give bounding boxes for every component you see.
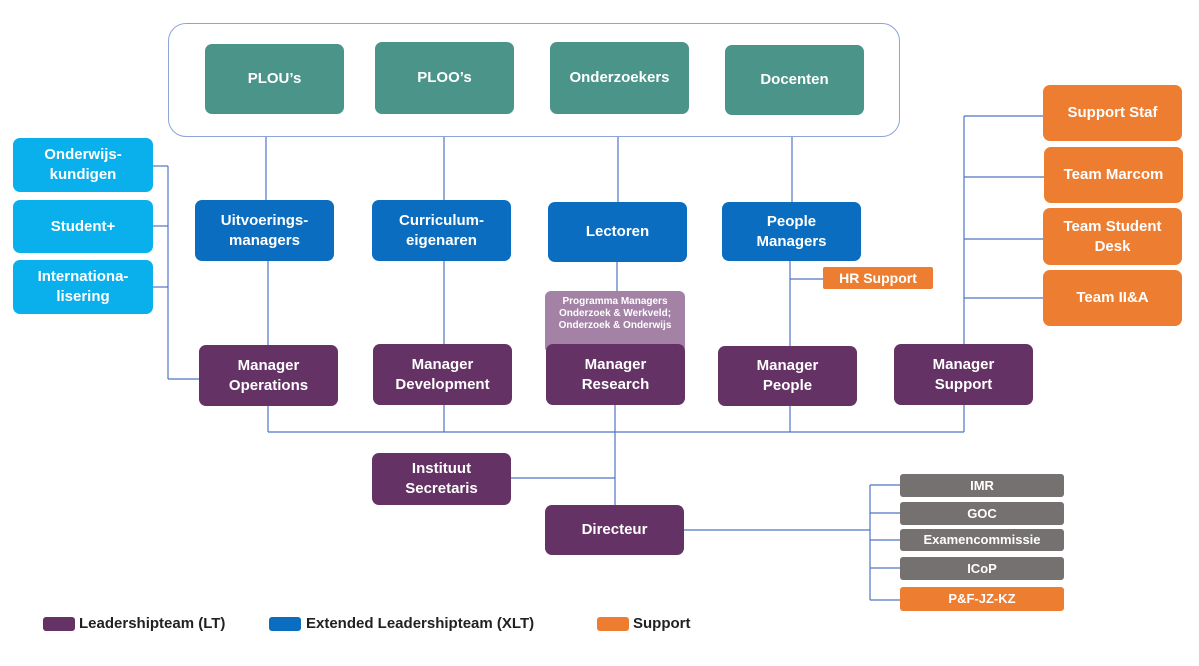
node-curriculumeigenaren-label: Curriculum- eigenaren — [398, 211, 484, 249]
node-manager-research[interactable]: Manager Research — [546, 344, 685, 405]
node-programma-managers-label: Programma Managers Onderzoek & Werkveld;… — [558, 296, 672, 331]
node-people-managers-label: People Managers — [756, 212, 827, 250]
node-curriculumeigenaren[interactable]: Curriculum- eigenaren — [372, 200, 511, 261]
node-internationalisering[interactable]: Internationa- lisering — [13, 260, 153, 314]
node-pf-jz-kz-label: P&F-JZ-KZ — [948, 591, 1016, 606]
node-team-iia[interactable]: Team II&A — [1043, 270, 1182, 326]
node-support-staf[interactable]: Support Staf — [1043, 85, 1182, 141]
legend-lt-label: Leadershipteam (LT) — [79, 615, 226, 632]
node-team-marcom-label: Team Marcom — [1063, 166, 1164, 183]
legend-support-swatch — [597, 617, 629, 631]
node-manager-operations-label: Manager Operations — [228, 356, 309, 394]
node-hr-support-label: HR Support — [839, 270, 917, 286]
node-manager-support-label: Manager Support — [932, 355, 995, 393]
node-onderwijskundigen-label: Onderwijs- kundigen — [44, 146, 122, 183]
node-directeur-label: Directeur — [581, 521, 648, 538]
node-docenten[interactable]: Docenten — [725, 45, 864, 115]
node-manager-support[interactable]: Manager Support — [894, 344, 1033, 405]
node-lectoren-label: Lectoren — [585, 223, 650, 240]
legend-lt-swatch — [43, 617, 75, 631]
node-manager-people[interactable]: Manager People — [718, 346, 857, 406]
node-people-managers[interactable]: People Managers — [722, 202, 861, 261]
node-team-marcom[interactable]: Team Marcom — [1044, 147, 1183, 203]
node-support-staf-label: Support Staf — [1067, 104, 1158, 121]
node-manager-research-label: Manager Research — [581, 355, 650, 393]
node-student-plus-label: Student+ — [50, 217, 116, 235]
node-examencommissie-label: Examencommissie — [923, 532, 1041, 547]
top-group-frame — [168, 23, 900, 137]
node-imr[interactable]: IMR — [900, 474, 1064, 497]
legend-support-label: Support — [633, 615, 691, 632]
legend-xlt-label: Extended Leadershipteam (XLT) — [306, 615, 535, 632]
node-internationalisering-label: Internationa- lisering — [37, 268, 129, 305]
node-team-student-desk-label: Team Student Desk — [1063, 217, 1162, 255]
node-student-plus[interactable]: Student+ — [13, 200, 153, 253]
node-plous[interactable]: PLOU’s — [205, 44, 344, 114]
node-onderwijskundigen[interactable]: Onderwijs- kundigen — [13, 138, 153, 192]
node-manager-people-label: Manager People — [756, 357, 819, 394]
node-manager-operations[interactable]: Manager Operations — [199, 345, 338, 406]
node-manager-development-label: Manager Development — [395, 355, 490, 393]
node-plous-label: PLOU’s — [247, 70, 302, 87]
node-hr-support[interactable]: HR Support — [823, 267, 933, 289]
node-team-iia-label: Team II&A — [1076, 289, 1149, 306]
node-goc-label: GOC — [967, 505, 997, 521]
node-pf-jz-kz[interactable]: P&F-JZ-KZ — [900, 587, 1064, 611]
node-instituut-secretaris[interactable]: Instituut Secretaris — [372, 453, 511, 505]
node-manager-development[interactable]: Manager Development — [373, 344, 512, 405]
node-programma-managers[interactable]: Programma Managers Onderzoek & Werkveld;… — [545, 291, 685, 353]
node-uitvoeringsmanagers-label: Uitvoerings- managers — [220, 211, 309, 249]
node-onderzoekers-label: Onderzoekers — [569, 69, 670, 86]
node-docenten-label: Docenten — [760, 71, 829, 88]
node-icop-label: ICoP — [967, 560, 997, 576]
legend-xlt-swatch — [269, 617, 301, 631]
node-directeur[interactable]: Directeur — [545, 505, 684, 555]
node-instituut-secretaris-label: Instituut Secretaris — [405, 460, 478, 497]
node-examencommissie[interactable]: Examencommissie — [900, 529, 1064, 551]
node-team-student-desk[interactable]: Team Student Desk — [1043, 208, 1182, 265]
node-uitvoeringsmanagers[interactable]: Uitvoerings- managers — [195, 200, 334, 261]
node-onderzoekers[interactable]: Onderzoekers — [550, 42, 689, 114]
node-ploos[interactable]: PLOO’s — [375, 42, 514, 114]
node-goc[interactable]: GOC — [900, 502, 1064, 525]
node-imr-label: IMR — [970, 477, 994, 493]
node-icop[interactable]: ICoP — [900, 557, 1064, 580]
node-lectoren[interactable]: Lectoren — [548, 202, 687, 262]
node-ploos-label: PLOO’s — [417, 69, 472, 86]
